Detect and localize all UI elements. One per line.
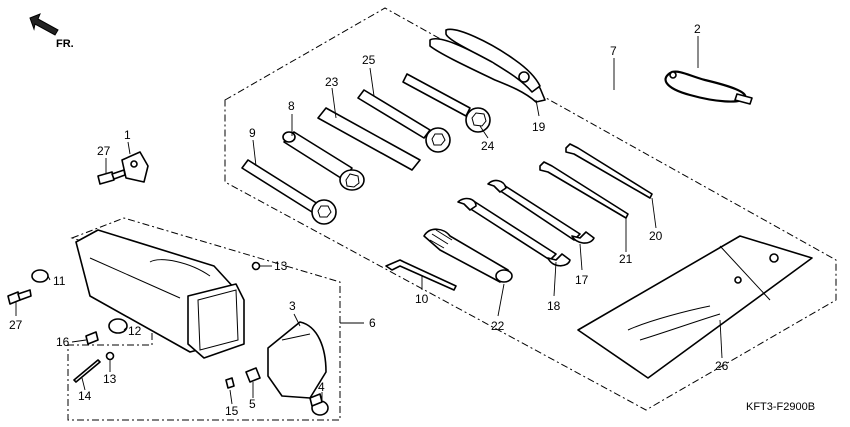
double-open-wrench-17 — [487, 179, 595, 244]
diagram-code: KFT3-F2900B — [746, 401, 815, 413]
grommet-11 — [31, 269, 49, 283]
box-spanner — [357, 89, 451, 153]
front-direction-arrow: FR. — [29, 13, 74, 50]
callout-25: 25 — [362, 53, 376, 67]
tool-kit-boundary — [224, 7, 837, 411]
mounting-bracket — [121, 151, 149, 183]
screwdriver-handle — [423, 228, 513, 283]
callout-1: 1 — [124, 128, 131, 142]
washer-13-top — [251, 261, 261, 271]
callout-17: 17 — [575, 273, 589, 287]
callout-9: 9 — [249, 126, 256, 140]
pin-15 — [225, 377, 235, 389]
callout-24: 24 — [481, 139, 495, 153]
callout-6: 6 — [369, 316, 376, 330]
tool-bag — [577, 235, 813, 379]
callout-21: 21 — [619, 252, 633, 266]
screwdriver-blade-1 — [565, 143, 653, 199]
callout-22: 22 — [491, 319, 505, 333]
tool-box-lid — [267, 321, 327, 399]
callout-16: 16 — [56, 335, 70, 349]
callout-14: 14 — [78, 389, 92, 403]
bolt-27-left — [7, 289, 32, 305]
callout-3: 3 — [289, 299, 296, 313]
callout-20: 20 — [649, 229, 663, 243]
leader-lines — [15, 36, 723, 405]
callout-11: 11 — [53, 274, 66, 288]
screwdriver-blade-2 — [539, 161, 629, 219]
callout-15: 15 — [225, 404, 239, 418]
callout-5: 5 — [249, 397, 256, 411]
clip-5 — [245, 367, 261, 383]
callout-13-top: 13 — [274, 259, 288, 273]
callout-23: 23 — [325, 75, 339, 89]
open-end-wrench — [241, 159, 337, 225]
pliers — [429, 28, 546, 103]
extension-bar — [317, 107, 421, 171]
double-open-wrench-18 — [457, 197, 571, 267]
callout-12: 12 — [128, 324, 142, 338]
callout-4: 4 — [318, 380, 325, 394]
bolt-16 — [85, 331, 99, 345]
helmet-holder-cable — [664, 70, 753, 105]
socket-wrench — [282, 131, 365, 191]
callout-26: 26 — [715, 359, 729, 373]
bolt-4 — [309, 393, 329, 416]
callout-27-left: 27 — [9, 318, 23, 332]
callout-27-top: 27 — [97, 144, 111, 158]
front-arrow-label: FR. — [56, 38, 74, 50]
callout-18: 18 — [547, 299, 561, 313]
tool-box — [75, 229, 245, 359]
bolt-27-top — [97, 169, 126, 185]
hex-key — [385, 259, 457, 291]
callout-8: 8 — [288, 99, 295, 113]
pin-14 — [73, 359, 101, 383]
grommet-12 — [108, 318, 128, 334]
callout-19: 19 — [532, 120, 546, 134]
washer-13-bottom — [105, 351, 115, 361]
ring-spanner — [402, 73, 491, 133]
callout-10: 10 — [415, 292, 429, 306]
callout-7: 7 — [610, 44, 617, 58]
callout-2: 2 — [694, 22, 701, 36]
callout-13-bottom: 13 — [103, 372, 117, 386]
